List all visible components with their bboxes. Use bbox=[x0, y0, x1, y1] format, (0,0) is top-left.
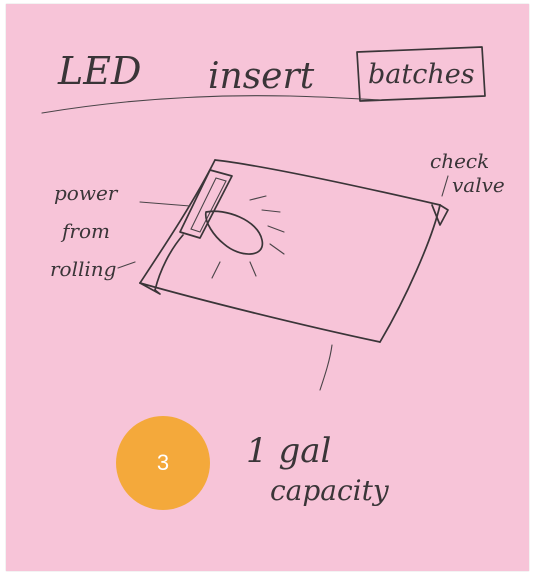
light-ray-4 bbox=[270, 244, 284, 254]
capacity-leader bbox=[320, 345, 332, 390]
led-insert-oval bbox=[206, 211, 263, 254]
rolling-leader bbox=[118, 262, 135, 268]
container-bottom-edge bbox=[140, 283, 380, 342]
light-ray-3 bbox=[268, 226, 284, 232]
boxed-word-batches: batches bbox=[368, 59, 475, 90]
label-valve: valve bbox=[452, 173, 505, 197]
label-check: check bbox=[430, 149, 489, 173]
container-left-edge bbox=[140, 160, 215, 283]
container-top-edge bbox=[215, 160, 440, 205]
label-power: power bbox=[54, 181, 119, 205]
container-right-edge bbox=[380, 205, 440, 342]
check-valve-leader bbox=[442, 176, 448, 196]
title-underline bbox=[42, 96, 380, 113]
light-ray-2 bbox=[262, 210, 280, 212]
label-capacity: capacity bbox=[270, 474, 390, 507]
light-ray-5 bbox=[250, 262, 256, 276]
light-ray-6 bbox=[212, 262, 220, 278]
label-from: from bbox=[60, 219, 110, 243]
light-ray-1 bbox=[250, 196, 266, 200]
power-leader bbox=[140, 202, 190, 206]
roller-strap bbox=[155, 235, 183, 290]
title-word-led: LED bbox=[57, 49, 141, 93]
badge-number: 3 bbox=[157, 450, 169, 476]
step-number-badge: 3 bbox=[116, 416, 210, 510]
title-word-insert: insert bbox=[208, 56, 315, 97]
label-capacity-amount: 1 gal bbox=[246, 431, 331, 471]
label-rolling: rolling bbox=[50, 257, 116, 281]
